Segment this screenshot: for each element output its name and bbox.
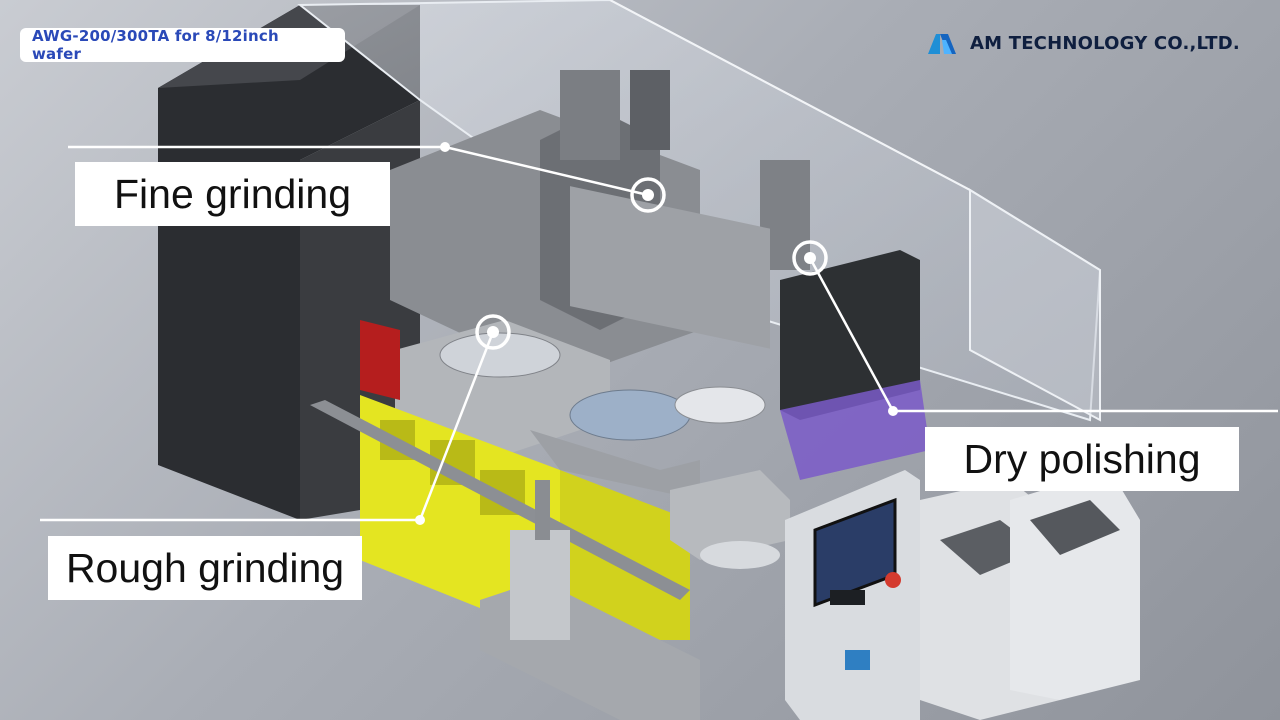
red-frame [360,320,400,400]
loadport-cabinets [920,470,1140,720]
fine-grinding-label: Fine grinding [75,162,390,226]
rough-grinding-marker [475,314,511,350]
callout-leaders [40,145,1278,522]
dry-polishing-marker [792,240,828,276]
am-technology-logo-icon [928,34,956,54]
polishing-unit [780,250,930,480]
transfer-unit [480,480,700,720]
grinding-head-assembly [390,70,810,380]
chuck-table-platform [395,320,766,455]
rough-grinding-label: Rough grinding [48,536,362,600]
brand: AM TECHNOLOGY CO.,LTD. [926,28,1240,58]
callout-dots [415,142,898,525]
brand-name: AM TECHNOLOGY CO.,LTD. [970,32,1240,54]
fine-grinding-marker [630,177,666,213]
transfer-arm [530,430,790,569]
dry-polishing-label: Dry polishing [925,427,1239,491]
model-label: AWG-200/300TA for 8/12inch wafer [20,27,345,63]
control-panel [785,470,920,720]
linear-rail [310,400,690,600]
